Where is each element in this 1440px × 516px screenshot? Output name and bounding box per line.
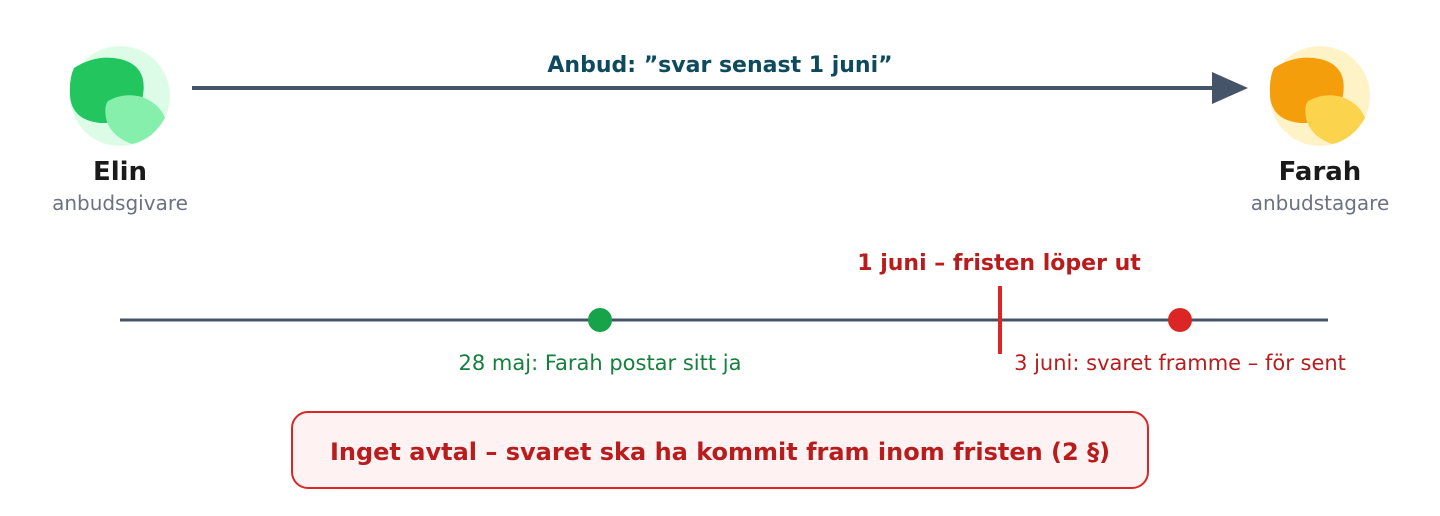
offer-arrow-head	[1212, 72, 1248, 104]
leaf-avatar-icon-accent	[1305, 95, 1365, 144]
offeree-name: Farah	[1279, 157, 1362, 187]
conclusion-box: Inget avtal – svaret ska ha kommit fram …	[291, 411, 1149, 489]
offeror-name: Elin	[93, 157, 147, 187]
leaf-avatar-icon-accent	[105, 95, 165, 144]
farah-avatar	[1269, 46, 1370, 146]
offeror-role: anbudsgivare	[52, 191, 188, 215]
offer-arrow	[192, 72, 1248, 104]
event-label-arrived: 3 juni: svaret framme – för sent	[1014, 351, 1346, 375]
conclusion-text: Inget avtal – svaret ska ha kommit fram …	[330, 438, 1110, 466]
event-label-posted: 28 maj: Farah postar sitt ja	[459, 351, 742, 375]
conclusion-box-frame	[291, 411, 1149, 489]
event-marker-arrived	[1168, 308, 1192, 332]
offeree-role: anbudstagare	[1251, 191, 1390, 215]
deadline-label: 1 juni – fristen löper ut	[857, 251, 1141, 276]
elin-avatar	[69, 46, 170, 146]
event-marker-posted	[588, 308, 612, 332]
offer-label: Anbud: ”svar senast 1 juni”	[547, 53, 892, 78]
